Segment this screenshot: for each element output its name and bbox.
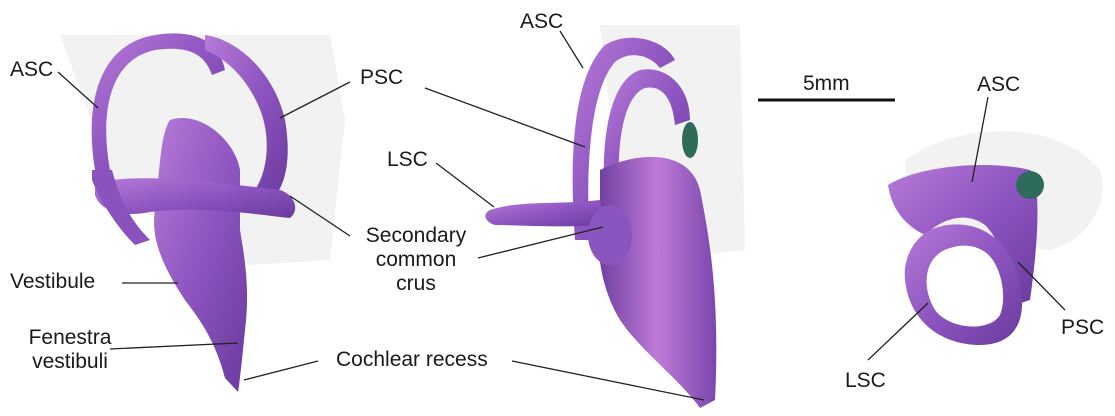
label-secondary-common-crus: Secondary common crus xyxy=(354,224,478,296)
label-right-lsc: LSC xyxy=(845,369,886,393)
label-scale-bar: 5mm xyxy=(803,72,850,96)
label-left-asc: ASC xyxy=(10,58,53,82)
label-fenestra-line2: vestibuli xyxy=(22,350,118,374)
middle-body xyxy=(599,157,717,408)
label-middle-asc: ASC xyxy=(520,10,563,34)
label-right-asc: ASC xyxy=(977,73,1020,97)
label-fenestra-line1: Fenestra xyxy=(22,326,118,350)
label-vestibule: Vestibule xyxy=(10,270,95,294)
label-middle-lsc: LSC xyxy=(387,148,428,172)
leader-cochlear-left xyxy=(244,361,318,380)
label-fenestra: Fenestra vestibuli xyxy=(22,326,118,374)
leader-right-lsc xyxy=(868,303,928,360)
right-specimen xyxy=(888,131,1103,345)
leader-psc-to-middle xyxy=(425,88,585,147)
leader-middle-lsc xyxy=(436,163,494,207)
leader-secondary-right xyxy=(478,227,603,258)
label-secondary-line2: common xyxy=(354,248,478,272)
label-right-psc: PSC xyxy=(1061,316,1104,340)
label-cochlear-recess: Cochlear recess xyxy=(336,348,488,372)
right-green-patch xyxy=(1016,171,1044,199)
middle-green-patch xyxy=(682,122,698,158)
label-secondary-line3: crus xyxy=(354,272,478,296)
middle-specimen xyxy=(485,25,745,408)
label-secondary-line1: Secondary xyxy=(354,224,478,248)
left-body xyxy=(154,118,247,392)
leader-middle-asc xyxy=(560,31,583,68)
label-left-psc: PSC xyxy=(360,66,403,90)
middle-lsc-arm xyxy=(485,200,605,226)
middle-crus-knob xyxy=(588,205,632,265)
